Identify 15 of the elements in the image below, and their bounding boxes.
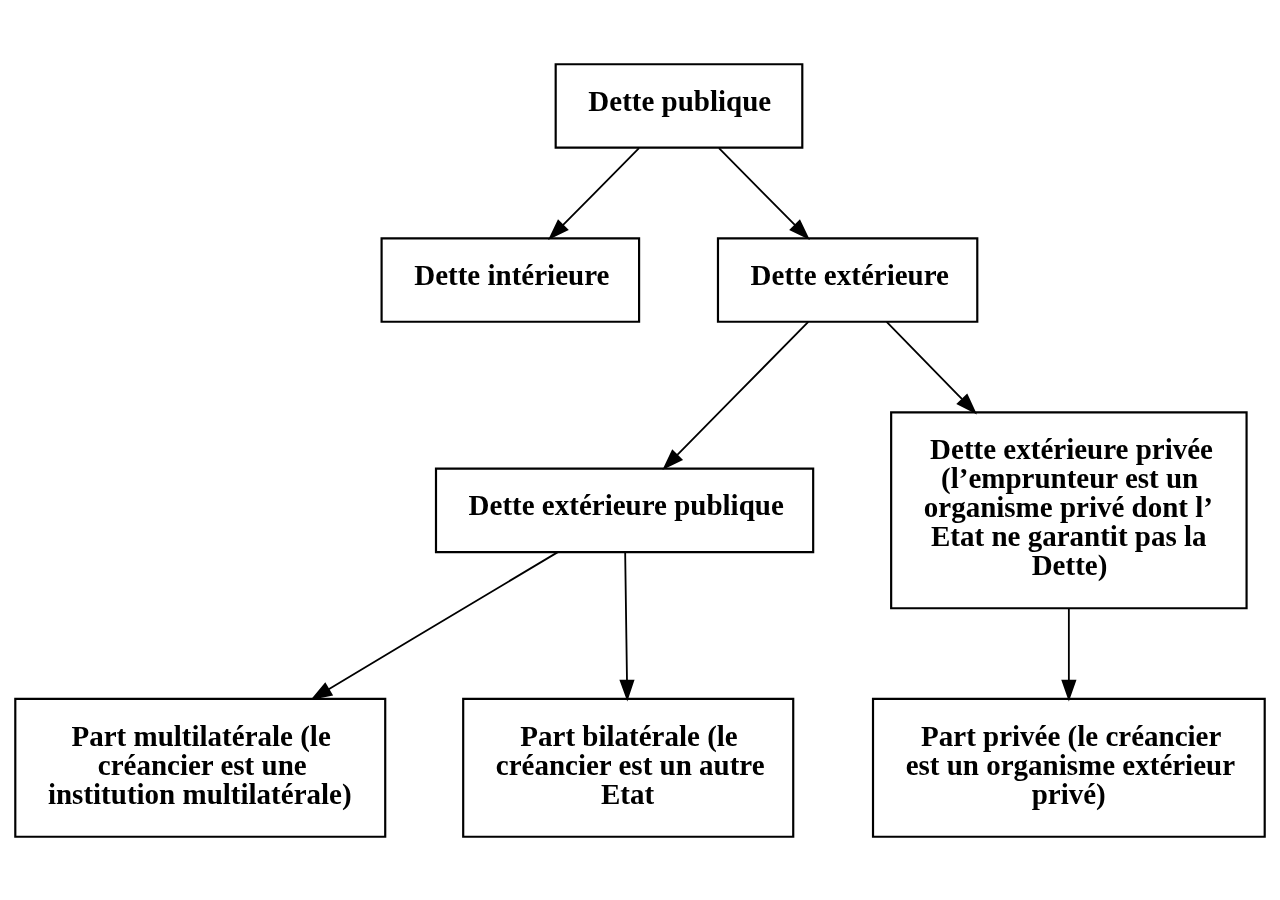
arrow (885, 320, 977, 414)
node-box: Dette publique (554, 62, 804, 149)
node-box: Dette extérieure publique (434, 467, 815, 553)
arrow (548, 146, 640, 240)
node-box: Dette extérieure privée (l’emprunteur est un organisme privé dont l’ Etat ne garantit pas la Dette) (890, 410, 1248, 609)
arrow (619, 550, 635, 702)
node-box: Dette extérieure (716, 236, 979, 323)
node-box: Part bilatérale (le créancier est un autre Etat (462, 697, 795, 838)
node-box: Dette intérieure (380, 236, 641, 323)
node-box: Part multilatérale (le créancier est une institution multilatérale) (14, 697, 387, 838)
arrow (718, 146, 810, 240)
arrow (662, 320, 810, 470)
node-box: Part privée (le créancier est un organisme extérieur privé) (871, 697, 1266, 838)
arrow (1061, 607, 1077, 701)
arrow (310, 550, 559, 700)
